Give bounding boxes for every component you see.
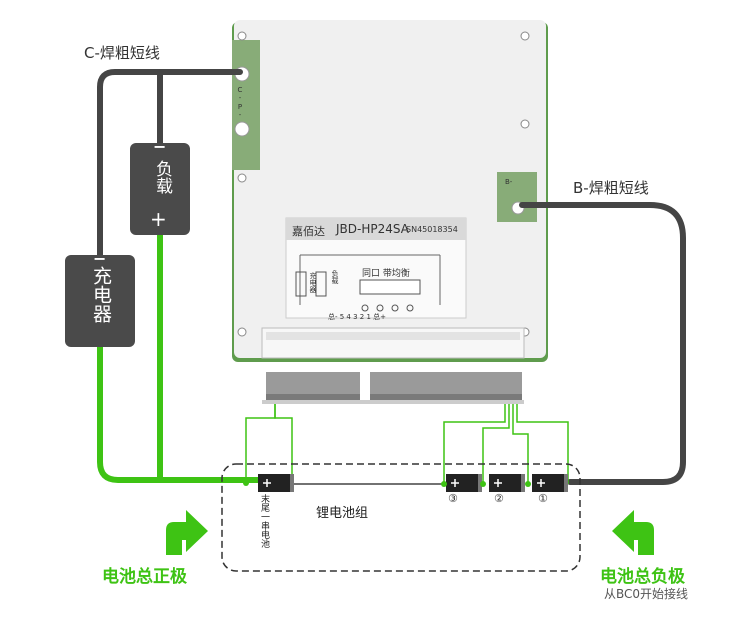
load-label: 负载: [152, 160, 172, 194]
cell-2-label: ②: [494, 492, 504, 505]
cell-2: [489, 474, 525, 492]
board-brand: 嘉佰达: [292, 225, 325, 238]
board-load-tag: 负载: [331, 270, 339, 284]
last-cell-label: 末尾一串电池: [259, 494, 269, 548]
battery-cells: [258, 474, 568, 492]
board-port-text: 同口 带均衡: [362, 269, 410, 279]
cell-1-label: ①: [538, 492, 548, 505]
green-wires: [97, 231, 261, 483]
balance-leads: [245, 404, 569, 484]
cell-1: [532, 474, 568, 492]
load-minus: −: [153, 137, 167, 156]
positive-total-label: 电池总正极: [102, 567, 187, 587]
board-pad-c: C-: [236, 86, 244, 102]
negative-note: 从BC0开始接线: [604, 587, 689, 601]
dark-wires: [97, 69, 686, 485]
board-pad-b: B-: [505, 178, 513, 186]
board-model: JBD-HP24SA: [336, 222, 409, 236]
pack-label: 锂电池组: [316, 506, 369, 521]
cell-3-label: ③: [448, 492, 458, 505]
charger-label: 充电器: [90, 266, 112, 323]
load-box: [130, 143, 190, 235]
charger-box: [65, 255, 135, 347]
cell-last: [258, 474, 294, 492]
connector-plugs: [262, 372, 524, 404]
board-pin-labels: 总- 5 4 3 2 1 总+: [328, 313, 387, 321]
board-pad-p: P-: [236, 103, 244, 119]
b-wire-label: B-焊粗短线: [573, 179, 649, 197]
bms-board: [232, 20, 548, 362]
c-wire-label: C-焊粗短线: [84, 44, 160, 62]
battery-pack-outline: [221, 463, 581, 572]
charger-minus: −: [93, 249, 107, 268]
negative-total-label: 电池总负极: [600, 567, 685, 587]
negative-arrow-icon: [612, 510, 654, 555]
junction-dots: [243, 480, 531, 487]
positive-arrow-icon: [166, 510, 208, 555]
board-charger-tag: 充电器: [309, 272, 317, 293]
cell-3: [446, 474, 482, 492]
load-plus: +: [150, 207, 167, 231]
board-sn: SN45018354: [406, 225, 458, 234]
